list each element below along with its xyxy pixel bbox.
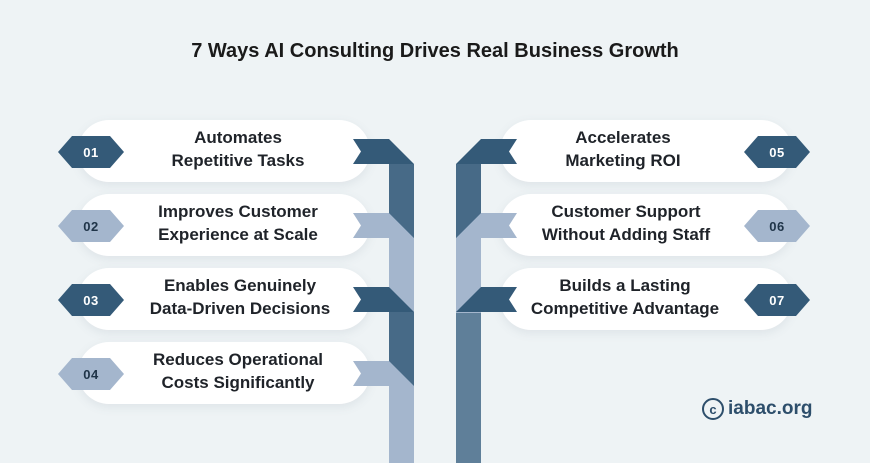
item-2-card [78, 194, 370, 256]
item-3-badge: 03 [58, 284, 124, 316]
connector-tab-7 [456, 287, 517, 312]
connector-tab-4 [353, 361, 414, 386]
item-5-card [500, 120, 792, 182]
item-1-badge: 01 [58, 136, 124, 168]
item-2-badge: 02 [58, 210, 124, 242]
item-6-line2: Without Adding Staff [541, 225, 711, 244]
item-4-badge: 04 [58, 358, 124, 390]
item-1-line2: Repetitive Tasks [171, 151, 305, 170]
item-5-badge: 05 [744, 136, 810, 168]
item-7-line2: Competitive Advantage [530, 299, 720, 318]
right-connector-bar-dark-lower [456, 313, 481, 463]
item-6-badge: 06 [744, 210, 810, 242]
logo-mark-icon: c [702, 398, 724, 420]
item-4-line2: Costs Significantly [161, 373, 315, 392]
item-1-label: Automates Repetitive Tasks [120, 126, 356, 172]
item-1-card [78, 120, 370, 182]
item-6-label: Customer Support Without Adding Staff [506, 200, 746, 246]
item-7-label: Builds a Lasting Competitive Advantage [500, 274, 750, 320]
item-3-line1: Enables Genuinely [163, 276, 317, 295]
item-3-line2: Data-Driven Decisions [149, 299, 331, 318]
connector-tab-3 [353, 287, 414, 312]
item-5-line1: Accelerates [575, 128, 671, 147]
item-2-line1: Improves Customer [158, 202, 318, 221]
connector-tab-2 [353, 213, 414, 238]
item-2-line2: Experience at Scale [158, 225, 318, 244]
logo-text: iabac.org [728, 398, 813, 419]
item-4-line1: Reduces Operational [152, 350, 324, 369]
item-7-card [500, 268, 792, 330]
item-2-label: Improves Customer Experience at Scale [112, 200, 364, 246]
left-fold-2 [389, 312, 414, 386]
item-7-line1: Builds a Lasting [559, 276, 691, 295]
connector-tab-5 [456, 139, 517, 164]
item-5-line2: Marketing ROI [565, 151, 681, 170]
item-4-card [78, 342, 370, 404]
item-6-card [500, 194, 792, 256]
item-1-line1: Automates [194, 128, 282, 147]
connector-tab-6 [456, 213, 517, 238]
connector-tab-1 [353, 139, 414, 164]
right-fold-1 [456, 164, 481, 238]
iabac-logo: c iabac.org [702, 395, 812, 423]
item-5-label: Accelerates Marketing ROI [510, 126, 736, 172]
item-3-label: Enables Genuinely Data-Driven Decisions [112, 274, 368, 320]
item-7-badge: 07 [744, 284, 810, 316]
item-4-label: Reduces Operational Costs Significantly [112, 348, 364, 394]
item-6-line1: Customer Support [551, 202, 701, 221]
page-title: 7 Ways AI Consulting Drives Real Busines… [191, 40, 679, 62]
left-fold-1 [389, 164, 414, 238]
item-3-card [78, 268, 370, 330]
